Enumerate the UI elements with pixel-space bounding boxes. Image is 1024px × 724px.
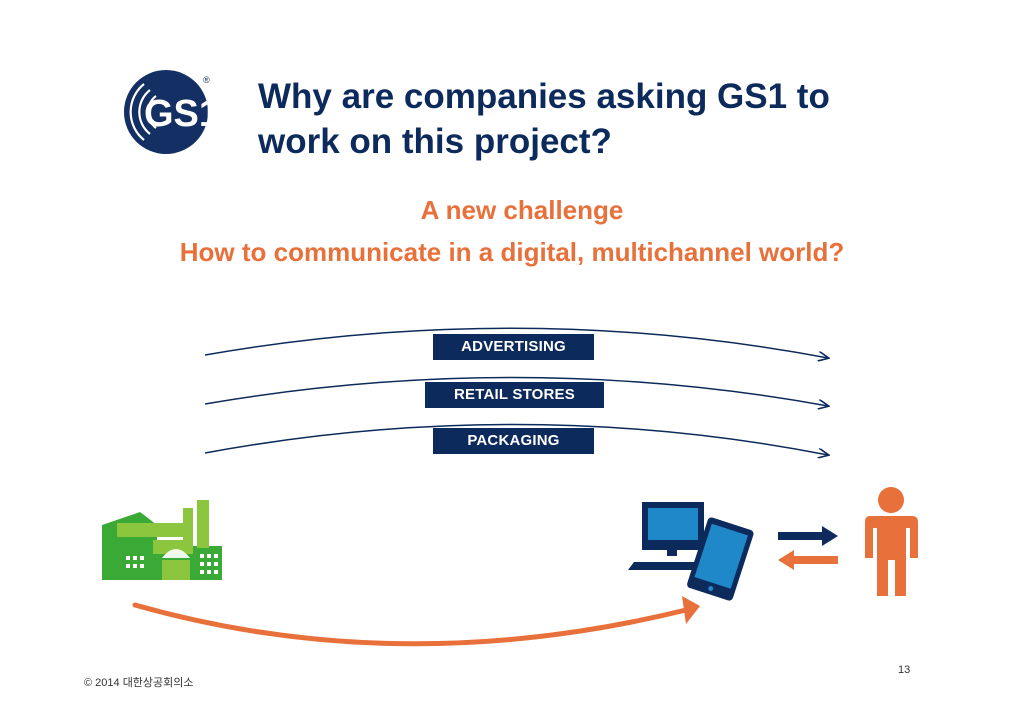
arc-advertising [204,327,828,358]
exchange-arrows-icon [778,526,838,570]
channel-retail-stores-label: RETAIL STORES [425,382,604,408]
tablet-icon [687,517,754,601]
arc-retail-stores [204,376,828,406]
computer-icon [628,502,704,570]
page-number: 13 [898,664,911,676]
slide-title-line1: Why are companies asking GS1 to [258,77,830,116]
slide-title: Why are companies asking GS1 to work on … [258,74,898,164]
subtitle-question: How to communicate in a digital, multich… [179,237,845,267]
registered-mark: ® [203,75,210,85]
gs1-logo: GS1 ® [124,70,220,154]
factory-icon [102,500,222,580]
channel-packaging-label: PACKAGING [433,428,594,454]
person-icon [865,487,918,596]
copyright-notice: © 2014 대한상공회의소 [84,677,194,689]
slide-title-line2: work on this project? [258,122,612,161]
channel-advertising-label: ADVERTISING [433,334,594,360]
orange-flow-arrow [132,596,700,647]
gs1-logo-text: GS1 [144,93,220,135]
arc-packaging [204,423,828,455]
subtitle-challenge: A new challenge [420,195,624,225]
